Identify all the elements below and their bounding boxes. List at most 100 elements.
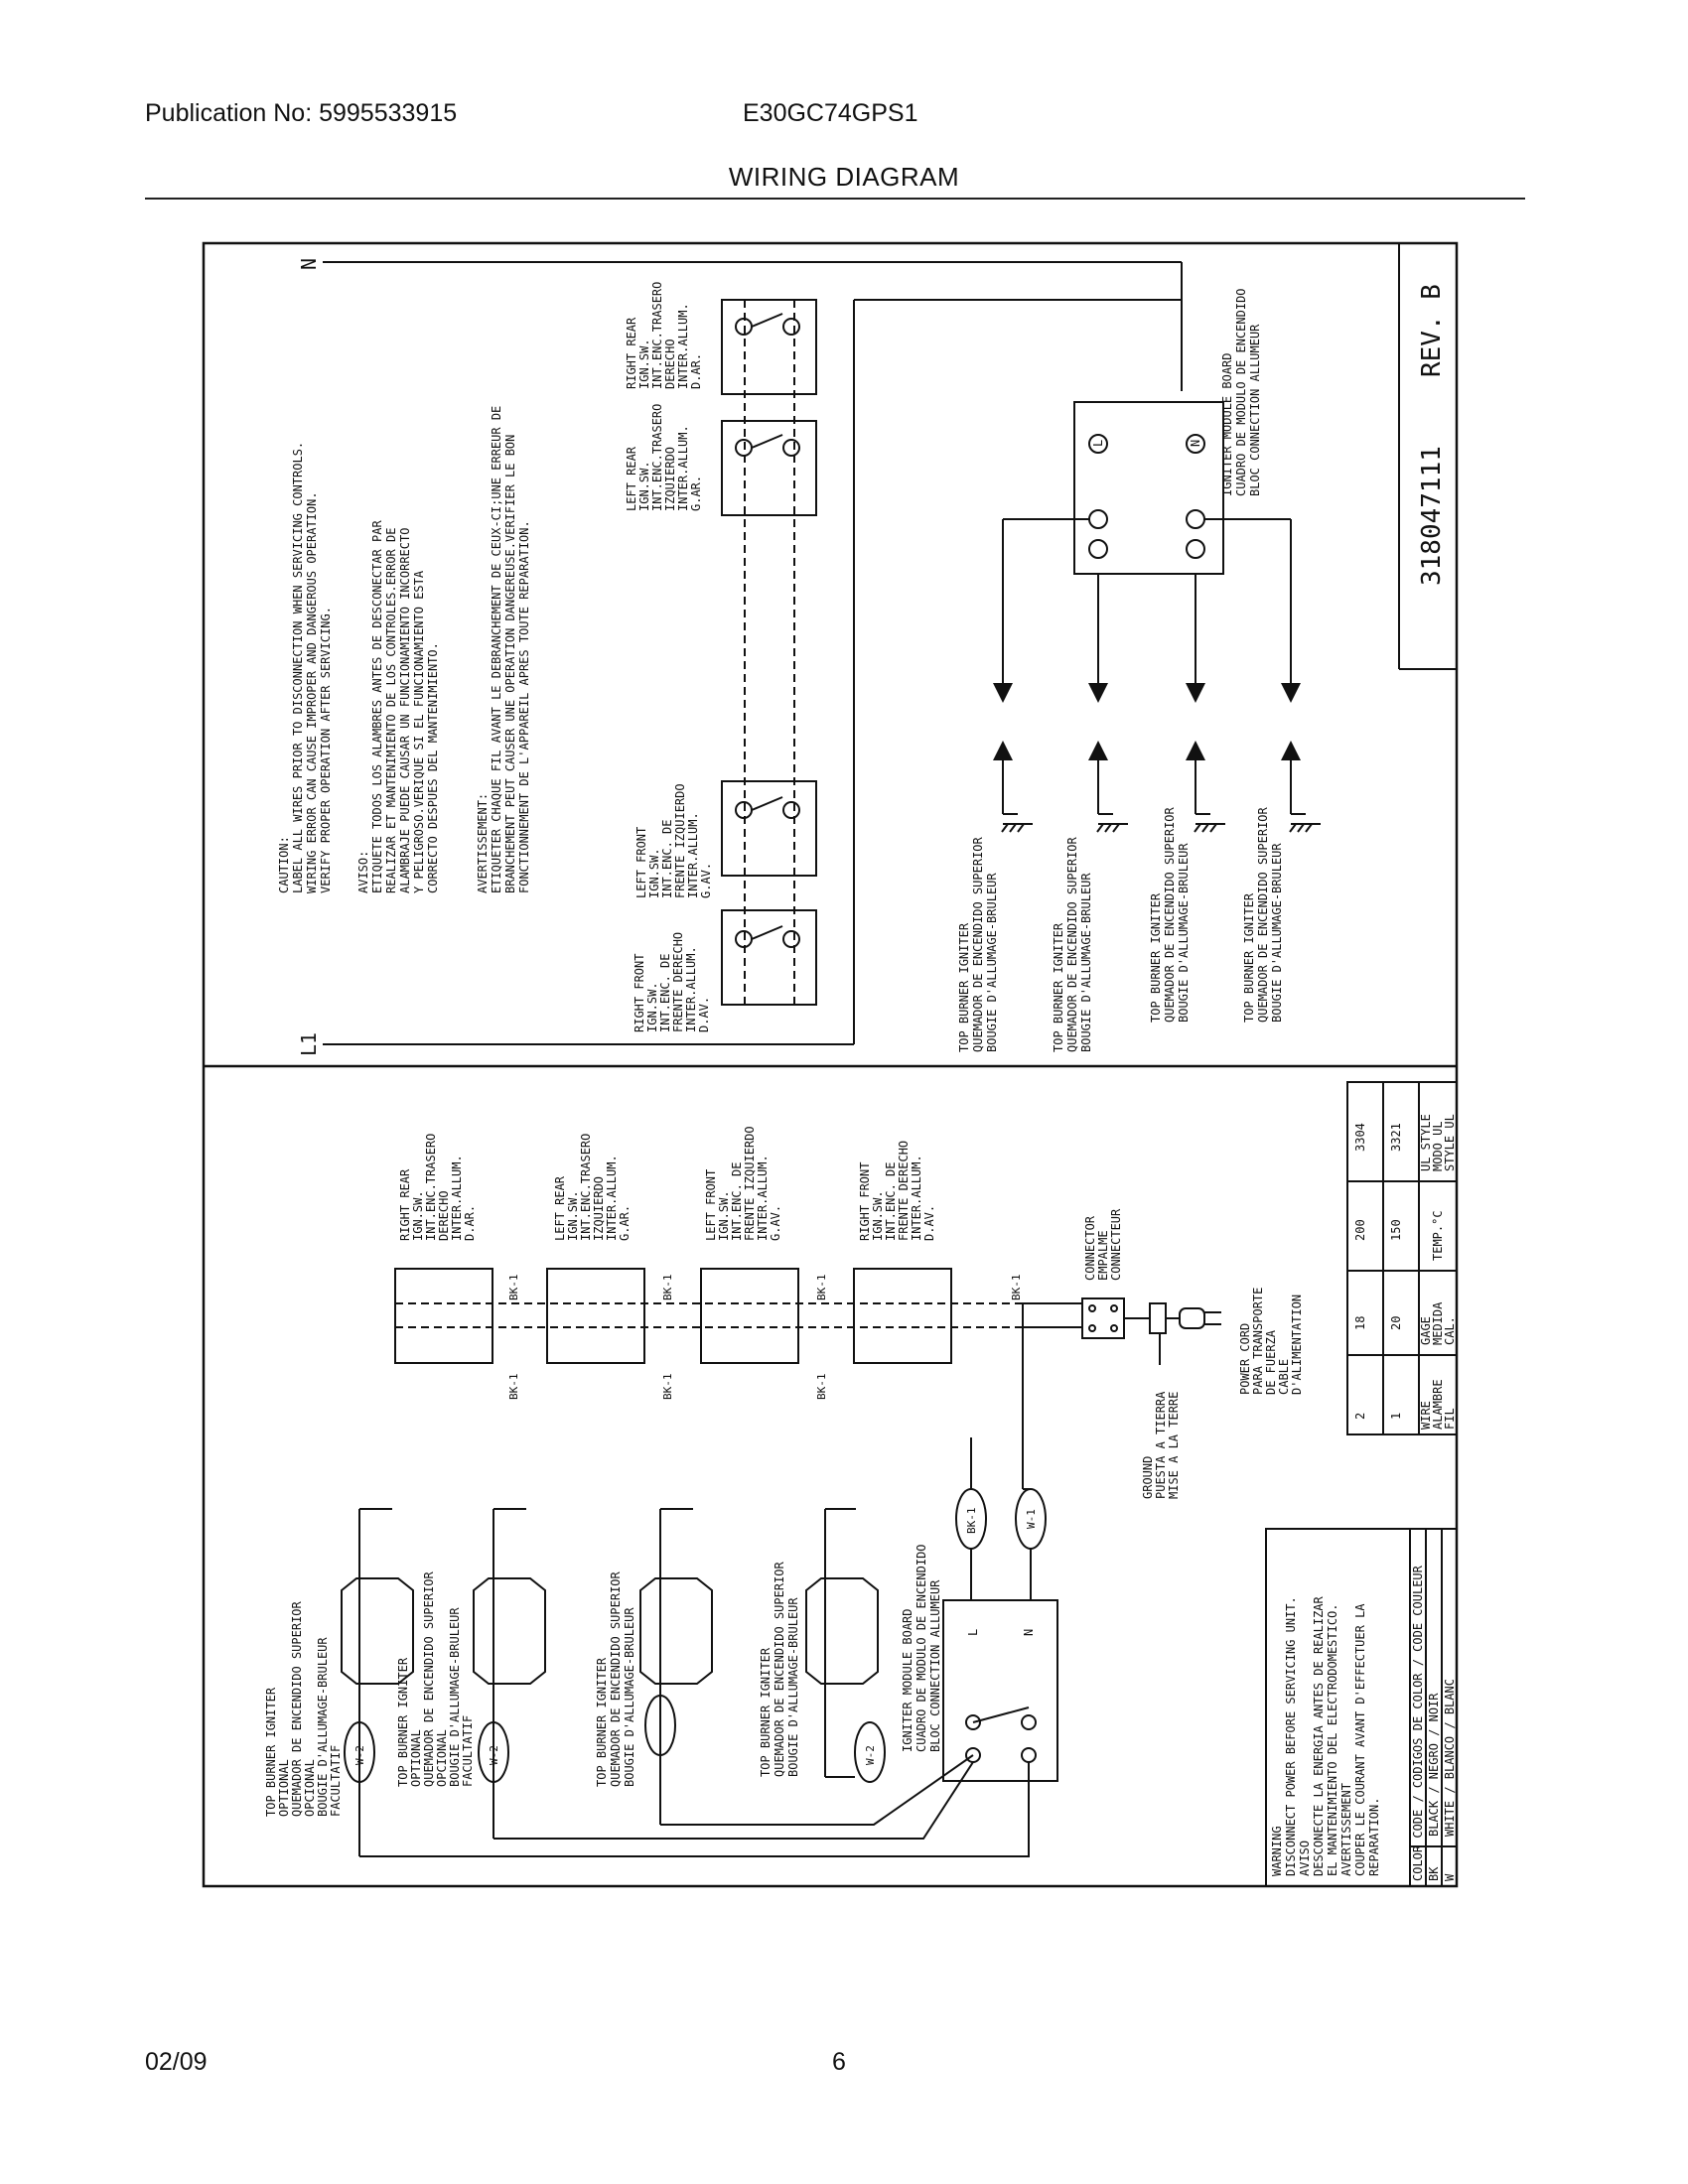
wiring-igniter-4 xyxy=(805,1509,886,1783)
svg-text:UL STYLE: UL STYLE xyxy=(1419,1114,1433,1171)
wiring-igniter-1 xyxy=(341,1509,414,1856)
svg-text:BRANCHEMENT PEUT CAUSER UNE OP: BRANCHEMENT PEUT CAUSER UNE OPERATION DA… xyxy=(503,435,517,893)
svg-text:WIRING ERROR CAN CAUSE IMPROPE: WIRING ERROR CAN CAUSE IMPROPER AND DANG… xyxy=(305,491,319,893)
svg-text:ALAMBRAJE PUEDE CAUSAR UN FUNC: ALAMBRAJE PUEDE CAUSAR UN FUNCIONAMIENTO… xyxy=(398,528,412,893)
svg-text:QUEMADOR DE ENCENDIDO SUPERIOR: QUEMADOR DE ENCENDIDO SUPERIOR xyxy=(422,1570,436,1787)
svg-text:BOUGIE D'ALLUMAGE-BRULEUR: BOUGIE D'ALLUMAGE-BRULEUR xyxy=(1079,873,1093,1052)
bk1-tag: BK-1 xyxy=(507,1374,520,1401)
svg-text:DESCONECTE LA ENERGIA ANTES DE: DESCONECTE LA ENERGIA ANTES DE REALIZAR xyxy=(1312,1595,1326,1876)
n-label: N xyxy=(297,258,321,270)
wiring-igniter-label-3: TOP BURNER IGNITER QUEMADOR DE ENCENDIDO… xyxy=(595,1570,636,1787)
svg-text:G.AV.: G.AV. xyxy=(699,863,713,898)
switch-left-front xyxy=(721,780,817,877)
svg-text:VERIFY PROPER OPERATION AFTER: VERIFY PROPER OPERATION AFTER SERVICING. xyxy=(319,607,333,893)
color-code: COLOR CODE / CODIGOS DE COLOR / CODE COU… xyxy=(1411,1565,1457,1881)
svg-text:PUESTA A TIERRA: PUESTA A TIERRA xyxy=(1154,1391,1168,1499)
svg-text:IGNITER MODULE BOARD: IGNITER MODULE BOARD xyxy=(901,1609,914,1753)
wiring-igniter-2 xyxy=(473,1509,546,1839)
avertissement-text: AVERTISSEMENT: ETIQUETER CHAQUE FIL AVAN… xyxy=(476,406,531,893)
svg-text:INTER.ALLUM.: INTER.ALLUM. xyxy=(686,812,700,898)
svg-text:150: 150 xyxy=(1389,1219,1403,1241)
svg-text:BK: BK xyxy=(1427,1866,1441,1881)
l1-label: L1 xyxy=(297,1032,321,1056)
svg-text:GAGE: GAGE xyxy=(1419,1316,1433,1345)
svg-text:INT.ENC.TRASERO: INT.ENC.TRASERO xyxy=(650,404,664,511)
svg-text:CONNECTEUR: CONNECTEUR xyxy=(1109,1208,1123,1281)
svg-text:IGN.SW.: IGN.SW. xyxy=(647,848,661,898)
svg-text:QUEMADOR DE ENCENDIDO SUPERIOR: QUEMADOR DE ENCENDIDO SUPERIOR xyxy=(1163,806,1177,1023)
svg-text:BLOC CONNECTION ALLUMEUR: BLOC CONNECTION ALLUMEUR xyxy=(928,1579,942,1752)
svg-text:IGN.SW.: IGN.SW. xyxy=(566,1190,580,1241)
svg-text:CUADRO DE MODULO DE ENCENDIDO: CUADRO DE MODULO DE ENCENDIDO xyxy=(914,1544,928,1752)
svg-text:IGNITER MODULE BOARD: IGNITER MODULE BOARD xyxy=(1220,353,1234,497)
svg-text:MODO UL: MODO UL xyxy=(1431,1121,1445,1171)
svg-text:FACULTATIF: FACULTATIF xyxy=(329,1745,343,1817)
revision: REV. B xyxy=(1417,284,1447,377)
svg-text:BOUGIE D'ALLUMAGE-BRULEUR: BOUGIE D'ALLUMAGE-BRULEUR xyxy=(316,1637,330,1817)
svg-text:LEFT FRONT: LEFT FRONT xyxy=(634,827,648,898)
svg-text:WIRE: WIRE xyxy=(1419,1401,1433,1430)
svg-text:RIGHT REAR: RIGHT REAR xyxy=(625,317,638,389)
switch-left-rear xyxy=(721,420,817,516)
svg-text:CAUTION:: CAUTION: xyxy=(277,836,291,893)
w1-tag: W-1 xyxy=(1025,1509,1038,1529)
switch-contacts xyxy=(735,313,800,948)
wire-table-headers: WIRE ALAMBRE FIL GAGE MEDIDA CAL. TEMP.°… xyxy=(1419,1114,1457,1430)
svg-text:INT.ENC.TRASERO: INT.ENC.TRASERO xyxy=(650,282,664,389)
power-cord-label: POWER CORD PARA TRANSPORTE DE FUERZA CAB… xyxy=(1238,1288,1304,1395)
svg-text:QUEMADOR DE ENCENDIDO SUPERIOR: QUEMADOR DE ENCENDIDO SUPERIOR xyxy=(1065,836,1079,1052)
caution-text: CAUTION: LABEL ALL WIRES PRIOR TO DISCON… xyxy=(277,442,333,893)
igniter-module-wiring xyxy=(942,1599,1058,1782)
svg-text:3321: 3321 xyxy=(1389,1123,1403,1152)
svg-text:INTER.ALLUM.: INTER.ALLUM. xyxy=(676,303,690,389)
svg-text:FIL: FIL xyxy=(1443,1408,1457,1430)
svg-text:IZQUIERDO: IZQUIERDO xyxy=(592,1176,606,1241)
wire-table-values: 1 20 150 3321 2 18 200 3304 xyxy=(1353,1123,1403,1420)
svg-text:MISE A LA TERRE: MISE A LA TERRE xyxy=(1167,1392,1181,1499)
svg-text:WHITE / BLANCO / BLANC: WHITE / BLANCO / BLANC xyxy=(1443,1679,1457,1837)
aviso-text: AVISO: ETIQUETE TODOS LOS ALAMBRES ANTES… xyxy=(356,520,440,893)
svg-text:200: 200 xyxy=(1353,1219,1367,1241)
switch-right-rear xyxy=(721,299,817,395)
wiring-switch-left-front xyxy=(700,1268,799,1364)
w2-tag: W-2 xyxy=(864,1745,877,1765)
svg-text:G.AV.: G.AV. xyxy=(769,1205,782,1241)
svg-text:INTER.ALLUM.: INTER.ALLUM. xyxy=(756,1155,770,1241)
wiring-switch-right-rear xyxy=(394,1268,493,1364)
svg-text:MEDIDA: MEDIDA xyxy=(1431,1301,1445,1345)
switch-right-front xyxy=(721,909,817,1006)
svg-text:CORRECTO DESPUES DEL MANTENIMI: CORRECTO DESPUES DEL MANTENIMIENTO. xyxy=(426,642,440,893)
header-rule xyxy=(145,198,1525,200)
publication-number: Publication No: 5995533915 xyxy=(145,99,458,127)
svg-text:DERECHO: DERECHO xyxy=(437,1190,451,1241)
svg-text:BLACK / NEGRO / NOIR: BLACK / NEGRO / NOIR xyxy=(1427,1693,1441,1837)
svg-text:GROUND: GROUND xyxy=(1141,1456,1155,1499)
svg-text:OPTIONAL: OPTIONAL xyxy=(409,1729,423,1787)
bk1-tag: BK-1 xyxy=(1010,1275,1023,1301)
svg-text:BOUGIE D'ALLUMAGE-BRULEUR: BOUGIE D'ALLUMAGE-BRULEUR xyxy=(985,873,999,1052)
svg-text:BLOC CONNECTION ALLUMEUR: BLOC CONNECTION ALLUMEUR xyxy=(1248,324,1262,496)
svg-text:EL MANTENIMIENTO DEL ELECTRODO: EL MANTENIMIENTO DEL ELECTRODOMESTICO. xyxy=(1326,1603,1339,1876)
svg-text:18: 18 xyxy=(1353,1316,1367,1330)
bk1-tag: BK-1 xyxy=(661,1275,674,1301)
bk1-tag: BK-1 xyxy=(661,1374,674,1401)
diagram-frame xyxy=(202,241,1459,1888)
wiring-switch-right-front xyxy=(853,1268,952,1364)
svg-text:ETIQUETE TODOS LOS ALAMBRES AN: ETIQUETE TODOS LOS ALAMBRES ANTES DE DES… xyxy=(370,520,384,893)
svg-text:QUEMADOR DE ENCENDIDO SUPERIOR: QUEMADOR DE ENCENDIDO SUPERIOR xyxy=(773,1561,786,1777)
igniter-label-3: TOP BURNER IGNITER QUEMADOR DE ENCENDIDO… xyxy=(1149,806,1191,1023)
connector-label: CONNECTOR EMPALME CONNECTEUR xyxy=(1083,1208,1123,1281)
svg-text:DE FUERZA: DE FUERZA xyxy=(1264,1329,1278,1395)
svg-text:INTER.ALLUM.: INTER.ALLUM. xyxy=(684,946,698,1032)
svg-text:3304: 3304 xyxy=(1353,1123,1367,1152)
svg-text:COLOR CODE / CODIGOS DE COLOR: COLOR CODE / CODIGOS DE COLOR / CODE COU… xyxy=(1411,1565,1425,1881)
svg-text:WARNING: WARNING xyxy=(1270,1826,1284,1876)
svg-text:IGN.SW.: IGN.SW. xyxy=(717,1190,731,1241)
